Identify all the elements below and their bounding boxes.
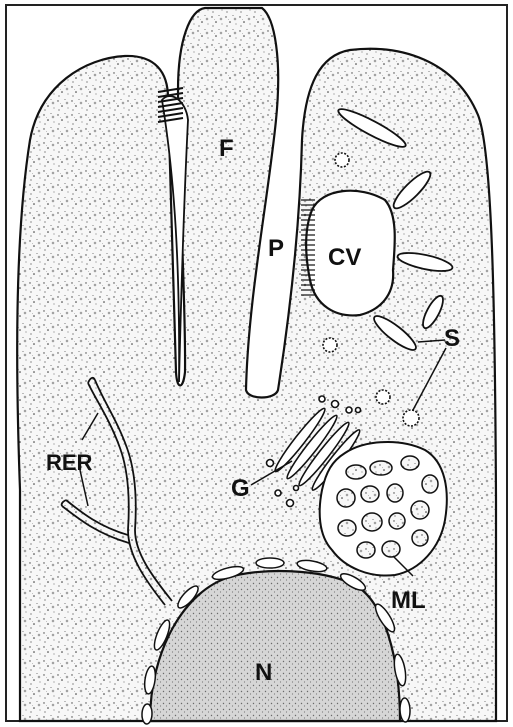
label-p: P — [268, 235, 284, 262]
label-f: F — [219, 135, 234, 162]
label-s: S — [444, 325, 460, 352]
label-cv: CV — [328, 244, 361, 271]
label-n: N — [255, 659, 272, 686]
label-rer: RER — [46, 450, 93, 475]
label-g: G — [231, 475, 250, 502]
label-ml: ML — [391, 587, 426, 614]
